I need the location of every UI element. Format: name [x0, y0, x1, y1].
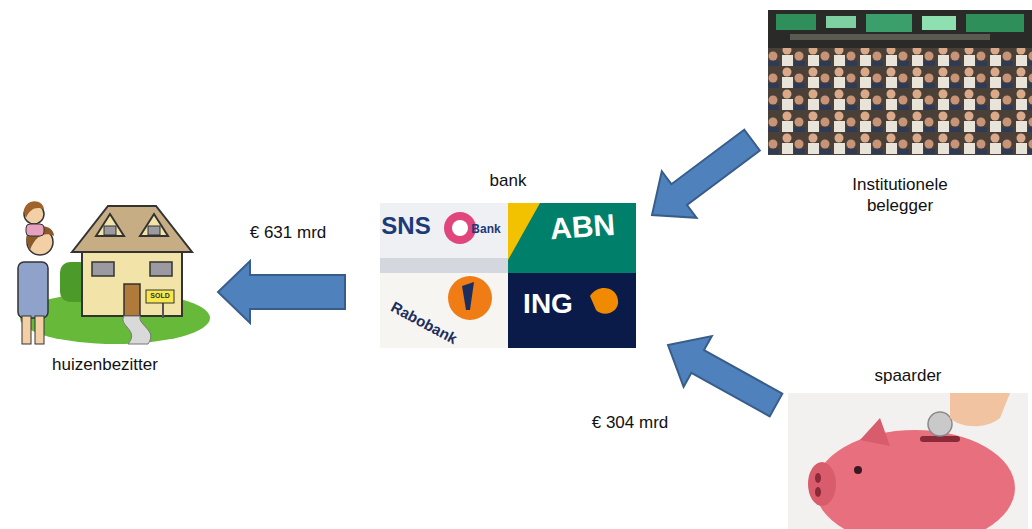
sign-text: SOLD: [150, 292, 169, 300]
piggy-bank-photo: [788, 393, 1028, 529]
node-label: Institutionele belegger: [768, 174, 1032, 216]
node-label: huizenbezitter: [5, 354, 205, 375]
logo-text: ABN: [548, 206, 615, 245]
logo-text: Rabobank: [388, 297, 460, 346]
block-arrow: [218, 261, 345, 323]
block-arrow: [652, 130, 760, 218]
investor-node: Institutionele belegger: [768, 8, 1032, 216]
node-label: bank: [380, 170, 636, 191]
logo-text: SNS: [381, 212, 430, 240]
bank-logo-collage: [380, 203, 636, 348]
saver-node: spaarder: [788, 365, 1028, 529]
node-label: spaarder: [788, 365, 1028, 386]
house-owner-node: huizenbezitter: [5, 195, 205, 375]
house-illustration: [18, 201, 210, 344]
logo-text: Bank: [471, 222, 500, 236]
trading-floor-photo: [768, 10, 1032, 155]
logo-text: ING: [523, 288, 573, 320]
block-arrow: [668, 336, 782, 416]
amount-label: € 304 mrd: [590, 412, 671, 433]
amount-label: € 631 mrd: [248, 222, 329, 243]
